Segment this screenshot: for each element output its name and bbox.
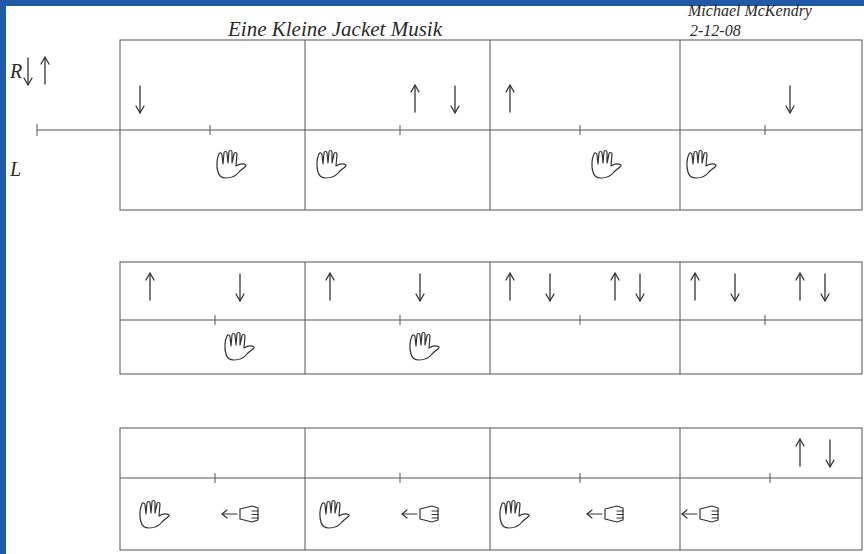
staff-lines	[37, 40, 862, 550]
legend-arrows	[24, 57, 49, 85]
date-note: 2-12-08	[690, 22, 741, 40]
sheet-title: Eine Kleine Jacket Musik	[228, 18, 442, 41]
strum-arrows	[136, 85, 834, 467]
hand-label: R	[10, 60, 22, 82]
hand-symbols	[140, 151, 716, 529]
paper	[6, 6, 864, 554]
fist-symbols	[222, 506, 718, 522]
author-name: Michael McKendry	[688, 2, 812, 20]
hand-label: L	[10, 158, 21, 180]
